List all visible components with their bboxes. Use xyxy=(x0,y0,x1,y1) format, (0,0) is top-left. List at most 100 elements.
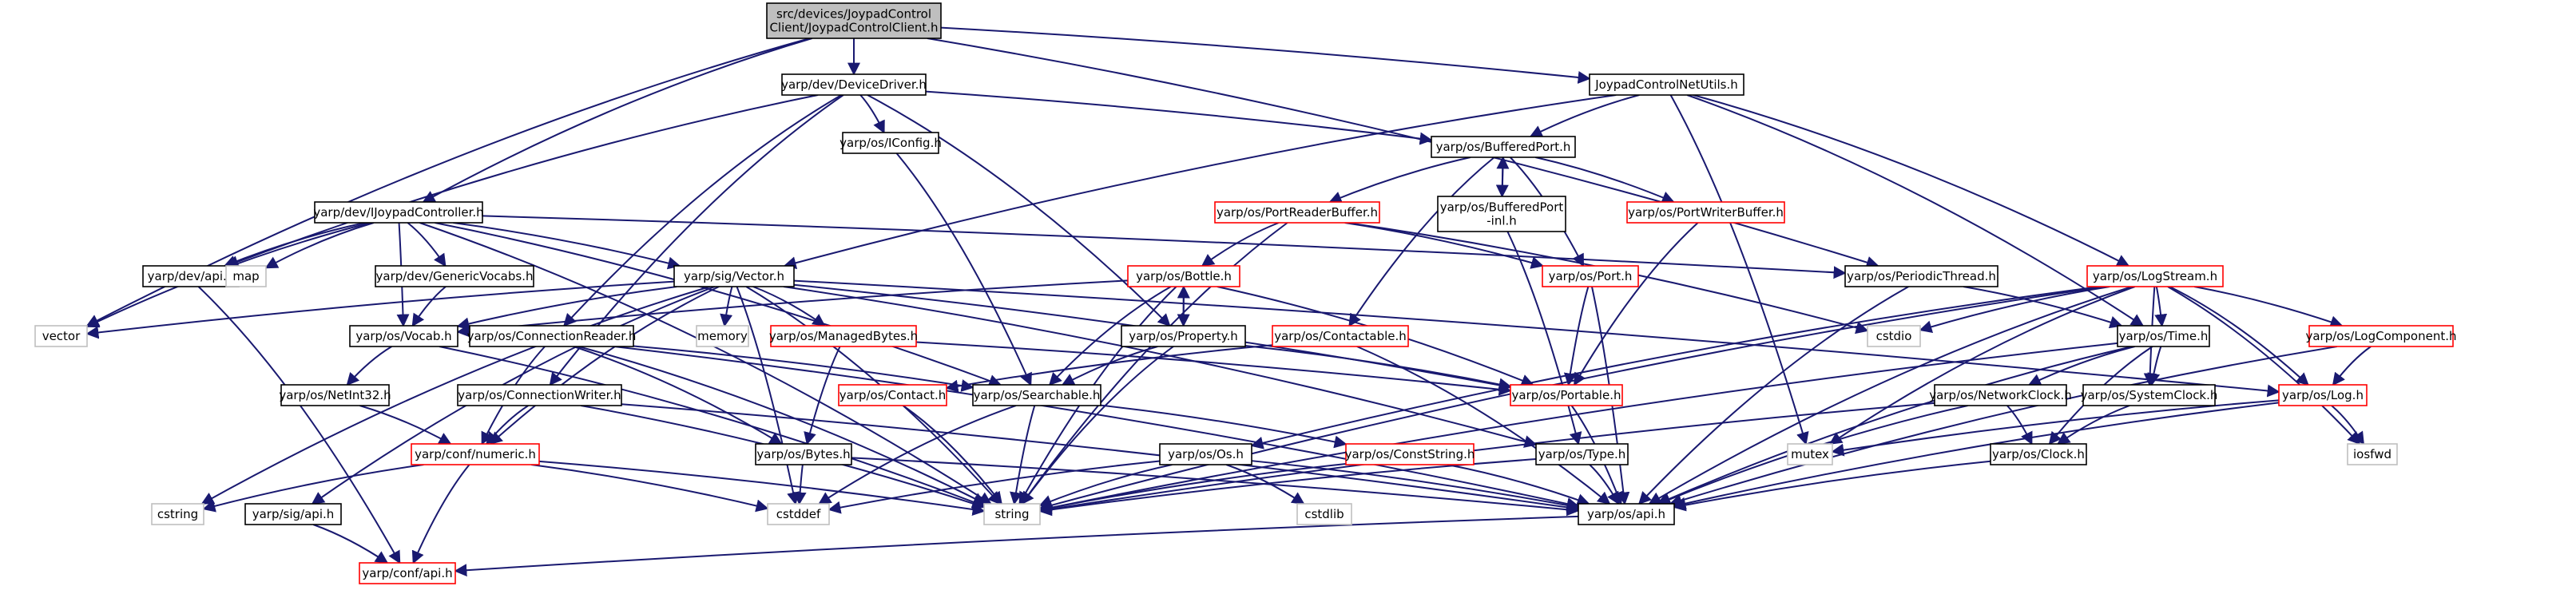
node-devicedriver[interactable]: yarp/dev/DeviceDriver.h xyxy=(781,73,927,96)
node-constring[interactable]: yarp/os/ConstString.h xyxy=(1345,443,1475,465)
node-portreaderbuffer[interactable]: yarp/os/PortReaderBuffer.h xyxy=(1214,201,1380,224)
edge-netutils-to-sigvector xyxy=(783,94,1617,270)
node-ijoypad[interactable]: yarp/dev/IJoypadController.h xyxy=(313,201,484,224)
node-type[interactable]: yarp/os/Type.h xyxy=(1535,443,1629,465)
node-constring-box xyxy=(1345,443,1475,465)
node-searchable[interactable]: yarp/os/Searchable.h xyxy=(972,384,1101,406)
edge-logstream-to-time xyxy=(2154,286,2168,327)
edge-confnumeric-to-cstddef xyxy=(530,464,769,513)
edge-bufferedport-to-portwriterbuffer xyxy=(1534,156,1675,204)
node-periodicthread-label-0: yarp/os/PeriodicThread.h xyxy=(1847,269,1996,283)
node-managedbytes-box xyxy=(770,325,917,347)
edge-sigvector-to-type xyxy=(783,286,1538,448)
node-portwriterbuffer[interactable]: yarp/os/PortWriterBuffer.h xyxy=(1626,201,1785,224)
edge-devicedriver-to-bufferedport xyxy=(925,90,1433,145)
node-osapi-label-0: yarp/os/api.h xyxy=(1587,507,1665,521)
node-periodicthread[interactable]: yarp/os/PeriodicThread.h xyxy=(1844,265,1998,287)
node-property-label-0: yarp/os/Property.h xyxy=(1129,329,1237,343)
node-time[interactable]: yarp/os/Time.h xyxy=(2117,325,2210,347)
node-netint32[interactable]: yarp/os/NetInt32.h xyxy=(279,384,391,406)
edge-sigvector-to-memory xyxy=(720,286,733,327)
node-bufferedport[interactable]: yarp/os/BufferedPort.h xyxy=(1431,136,1576,158)
edge-contactable-to-osapi xyxy=(1356,346,1611,505)
node-genericvocabs[interactable]: yarp/dev/GenericVocabs.h xyxy=(375,265,534,287)
node-managedbytes[interactable]: yarp/os/ManagedBytes.h xyxy=(769,325,918,347)
node-cstddef-label-0: cstddef xyxy=(776,507,821,521)
node-sigvector[interactable]: yarp/sig/Vector.h xyxy=(673,265,795,287)
node-portable[interactable]: yarp/os/Portable.h xyxy=(1510,384,1623,406)
node-logstream-box xyxy=(2086,265,2224,287)
node-map-box xyxy=(225,265,267,287)
node-logstream-label-0: yarp/os/LogStream.h xyxy=(2093,269,2217,283)
edge-confnumeric-to-confapi xyxy=(411,464,470,564)
node-confnumeric[interactable]: yarp/conf/numeric.h xyxy=(411,443,540,465)
node-ijoypad-box xyxy=(314,201,483,224)
edge-sigvector-to-sigapi xyxy=(311,286,716,505)
node-constring-label-0: yarp/os/ConstString.h xyxy=(1345,447,1475,461)
edge-sigvector-to-vocab xyxy=(456,286,677,331)
node-osapi[interactable]: yarp/os/api.h xyxy=(1578,503,1675,525)
node-contact[interactable]: yarp/os/Contact.h xyxy=(838,384,947,406)
node-clock[interactable]: yarp/os/Clock.h xyxy=(1990,443,2087,465)
node-systemclock[interactable]: yarp/os/SystemClock.h xyxy=(2081,384,2218,406)
edge-portwriterbuffer-to-portable xyxy=(1574,222,1699,386)
node-logstream[interactable]: yarp/os/LogStream.h xyxy=(2086,265,2224,287)
node-bufferedportinl-label-1: -inl.h xyxy=(1486,214,1517,228)
node-memory-box xyxy=(696,325,749,347)
node-confapi[interactable]: yarp/conf/api.h xyxy=(359,562,456,584)
node-memory-label-0: memory xyxy=(697,329,748,343)
node-os-label-0: yarp/os/Os.h xyxy=(1168,447,1244,461)
node-vocab[interactable]: yarp/os/Vocab.h xyxy=(349,325,458,347)
edge-connectionwriter-to-osapi xyxy=(621,403,1580,514)
node-property[interactable]: yarp/os/Property.h xyxy=(1121,325,1246,347)
node-os[interactable]: yarp/os/Os.h xyxy=(1159,443,1252,465)
node-mutex-box xyxy=(1787,443,1833,465)
node-sigapi[interactable]: yarp/sig/api.h xyxy=(244,503,342,525)
edge-sigapi-to-confapi xyxy=(312,524,389,564)
node-devapi-label-0: yarp/dev/api.h xyxy=(148,269,235,283)
edge-bufferedportinl-to-bufferedport xyxy=(1496,156,1510,197)
node-searchable-box xyxy=(972,384,1101,406)
node-bytes[interactable]: yarp/os/Bytes.h xyxy=(755,443,852,465)
node-log[interactable]: yarp/os/Log.h xyxy=(2278,384,2368,406)
node-iconfig[interactable]: yarp/os/IConfig.h xyxy=(839,132,942,154)
node-logcomponent[interactable]: yarp/os/LogComponent.h xyxy=(2305,325,2457,347)
edge-bufferedport-to-contactable xyxy=(1348,156,1495,327)
node-cstring-label-0: cstring xyxy=(157,507,198,521)
node-netutils-label-0: JoypadControlNetUtils.h xyxy=(1594,77,1738,92)
edge-contact-to-string xyxy=(902,405,1002,505)
edge-bottle-to-vocab xyxy=(456,279,1129,338)
edge-root-to-ijoypad xyxy=(422,38,813,203)
node-cstddef-box xyxy=(767,503,830,525)
edge-managedbytes-to-bytes xyxy=(804,346,841,445)
node-contactable-label-0: yarp/os/Contactable.h xyxy=(1274,329,1407,343)
node-netutils[interactable]: JoypadControlNetUtils.h xyxy=(1589,73,1744,96)
edge-connectionreader-to-osapi xyxy=(613,346,1580,510)
edge-searchable-to-cstddef xyxy=(818,405,1017,505)
node-netutils-box xyxy=(1589,73,1744,96)
node-connectionreader[interactable]: yarp/os/ConnectionReader.h xyxy=(467,325,637,347)
node-bufferedportinl[interactable]: yarp/os/BufferedPort-inl.h xyxy=(1437,196,1566,232)
node-sigapi-box xyxy=(244,503,342,525)
node-port-label-0: yarp/os/Port.h xyxy=(1549,269,1633,283)
edge-iconfig-to-searchable xyxy=(895,152,1032,386)
node-ijoypad-label-0: yarp/dev/IJoypadController.h xyxy=(313,205,483,220)
edge-netutils-to-bufferedport xyxy=(1529,94,1640,137)
node-bottle-label-0: yarp/os/Bottle.h xyxy=(1136,269,1232,283)
node-connectionwriter[interactable]: yarp/os/ConnectionWriter.h xyxy=(457,384,622,406)
edge-root-to-periodicthread xyxy=(927,38,1879,269)
node-time-box xyxy=(2117,325,2210,347)
node-connectionreader-box xyxy=(469,325,634,347)
node-devapi[interactable]: yarp/dev/api.h xyxy=(142,265,240,287)
node-networkclock[interactable]: yarp/os/NetworkClock.h xyxy=(1929,384,2072,406)
edge-property-to-portable xyxy=(1244,344,1512,391)
node-bufferedportinl-label-0: yarp/os/BufferedPort xyxy=(1440,200,1564,215)
edge-sigvector-to-cstring xyxy=(200,286,710,505)
node-contactable[interactable]: yarp/os/Contactable.h xyxy=(1272,325,1409,347)
node-root[interactable]: src/devices/JoypadControlClient/JoypadCo… xyxy=(766,2,942,39)
node-cstddef: cstddef xyxy=(767,503,830,525)
node-port[interactable]: yarp/os/Port.h xyxy=(1542,265,1639,287)
edge-root-to-netutils xyxy=(940,26,1591,84)
edge-searchable-to-string xyxy=(1010,405,1036,505)
node-bottle[interactable]: yarp/os/Bottle.h xyxy=(1127,265,1240,287)
